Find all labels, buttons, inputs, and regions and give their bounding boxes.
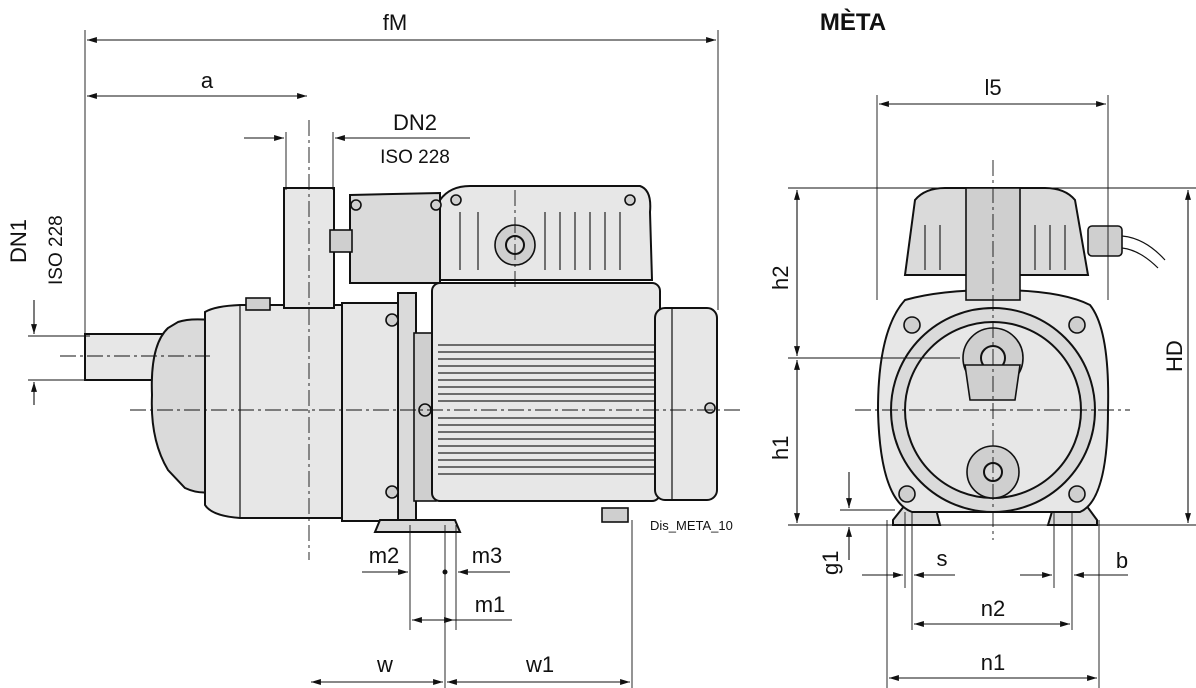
drawing-code: Dis_META_10 [650, 518, 733, 533]
dim-dn2-standard: ISO 228 [380, 147, 450, 168]
pump-flange [341, 302, 403, 522]
pump-body [204, 304, 346, 519]
dim-n1-label: n1 [981, 650, 1005, 675]
terminal-box [349, 191, 441, 284]
dim-b-label: b [1116, 548, 1128, 573]
dim-dn1-label: DN1 [6, 219, 31, 263]
motor-fins [438, 344, 655, 475]
dim-g1-label: g1 [818, 551, 843, 575]
top-cover-ribs [459, 212, 621, 270]
side-view [60, 120, 740, 560]
motor-fan-cover [654, 307, 718, 501]
dim-m3-label: m3 [472, 543, 503, 568]
motor-top-cover [439, 185, 654, 281]
dim-h2-label: h2 [768, 266, 793, 290]
dim-a-label: a [201, 68, 214, 93]
dim-w1-label: w1 [525, 652, 554, 677]
pump-front-cover [150, 318, 211, 494]
dim-l5-label: l5 [984, 75, 1001, 100]
dim-h1-label: h1 [768, 436, 793, 460]
dim-s-label: s [937, 546, 948, 571]
dim-m1-label: m1 [475, 592, 506, 617]
dim-w-label: w [376, 652, 393, 677]
dim-n2-label: n2 [981, 596, 1005, 621]
side-dimensions: fM a DN2 ISO 228 DN1 ISO 228 m2 m3 m1 [6, 10, 733, 688]
cable-gland [1087, 225, 1123, 257]
front-cover-ribs [924, 225, 1066, 270]
dim-dn1-standard: ISO 228 [46, 215, 67, 285]
front-dimensions: MÈTA l5 h2 h1 HD g1 s b [768, 8, 1196, 688]
dim-hd-label: HD [1162, 340, 1187, 372]
page-title: MÈTA [820, 8, 886, 36]
motor-housing [431, 282, 661, 502]
dim-fm-label: fM [383, 10, 407, 35]
front-view [855, 160, 1166, 540]
dim-m2-label: m2 [369, 543, 400, 568]
dim-dn2-label: DN2 [393, 110, 437, 135]
pump-foot [373, 519, 462, 533]
